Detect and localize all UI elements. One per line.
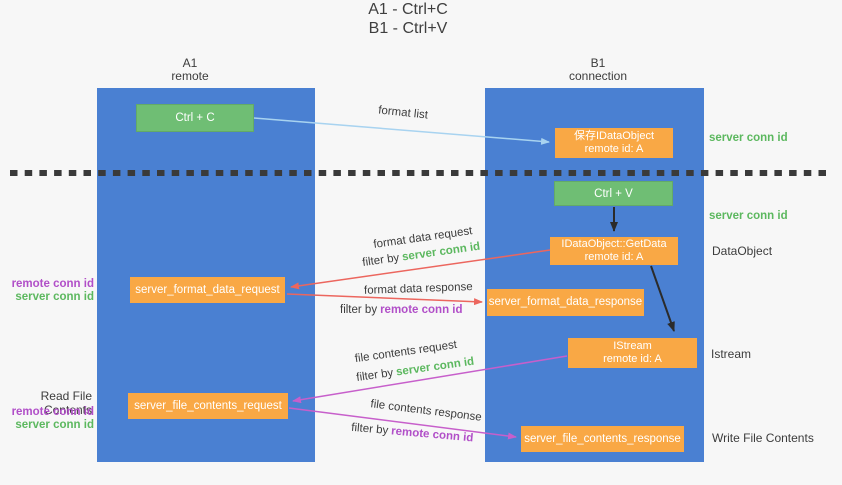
server-format-data-request-label: server_format_data_request	[135, 283, 280, 296]
save-idataobject-line2: remote id: A	[584, 143, 644, 155]
remote-conn-id-keyword: remote conn id	[390, 425, 474, 445]
node-idataobject-getdata: IDataObject::GetData remote id: A	[550, 237, 678, 265]
filter-by-text: filter by	[340, 304, 378, 316]
node-ctrl-v: Ctrl + V	[554, 181, 673, 206]
remote-conn-id-label: remote conn id	[11, 278, 94, 290]
diagram-title: A1 - Ctrl+C B1 - Ctrl+V	[0, 0, 816, 38]
label-read-file-contents: Read File Contents	[40, 389, 92, 417]
remote-conn-id-label: remote conn id	[11, 406, 94, 418]
lane-a1-title: A1	[182, 56, 198, 70]
save-idataobject-line1: 保存IDataObject	[573, 130, 655, 142]
label-server-conn-id-middle: server conn id	[709, 210, 788, 222]
node-istream: IStream remote id: A	[568, 338, 697, 368]
file-contents-response-text: file contents response	[369, 398, 483, 424]
label-server-conn-id-top: server conn id	[709, 132, 788, 144]
label-dataobject: DataObject	[712, 244, 773, 258]
filter-by-text: filter by	[355, 366, 395, 385]
flow-label-format-list: format list	[367, 103, 440, 123]
lane-header-a1: A1 remote	[110, 57, 270, 83]
istream-line2: remote id: A	[603, 353, 662, 365]
node-server-file-contents-response: server_file_contents_response	[521, 426, 684, 452]
flow-label-file-contents-response: file contents response	[370, 398, 483, 425]
title-line-1: A1 - Ctrl+C	[368, 1, 448, 18]
lane-header-b1: B1 connection	[518, 57, 678, 83]
label-request-conn-ids: remote conn id server conn id	[0, 278, 94, 304]
node-server-format-data-request: server_format_data_request	[130, 277, 285, 303]
remote-conn-id-keyword: remote conn id	[380, 304, 463, 316]
filter-by-text: filter by	[350, 421, 389, 437]
title-line-2: B1 - Ctrl+V	[368, 20, 448, 37]
node-save-idataobject: 保存IDataObject remote id: A	[555, 128, 673, 158]
lane-a1-subtitle: remote	[171, 69, 209, 83]
label-istream: Istream	[711, 347, 752, 361]
lane-b1-title: B1	[590, 56, 606, 70]
ctrl-v-label: Ctrl + V	[594, 187, 633, 200]
label-file-conn-ids: remote conn id server conn id	[0, 406, 94, 432]
ctrl-c-label: Ctrl + C	[175, 112, 215, 124]
server-conn-id-label: server conn id	[15, 419, 94, 431]
getdata-line1: IDataObject::GetData	[561, 238, 667, 250]
istream-line1: IStream	[613, 340, 652, 352]
server-format-data-response-label: server_format_data_response	[488, 296, 643, 308]
server-file-contents-request-label: server_file_contents_request	[134, 399, 282, 412]
getdata-line2: remote id: A	[584, 251, 644, 263]
filter-by-text: filter by	[361, 251, 401, 270]
flow-label-format-data-response: format data response	[363, 281, 473, 298]
node-ctrl-c: Ctrl + C	[136, 104, 254, 132]
node-server-file-contents-request: server_file_contents_request	[128, 393, 288, 419]
server-conn-id-label: server conn id	[15, 291, 94, 303]
format-data-response-text: format data response	[363, 281, 473, 297]
format-list-text: format list	[377, 104, 429, 122]
node-server-format-data-response: server_format_data_response	[487, 289, 644, 316]
lane-b1-subtitle: connection	[568, 69, 628, 83]
server-file-contents-response-label: server_file_contents_response	[524, 432, 681, 445]
server-conn-id-keyword: server conn id	[395, 355, 475, 379]
label-write-file-contents: Write File Contents	[712, 431, 814, 445]
